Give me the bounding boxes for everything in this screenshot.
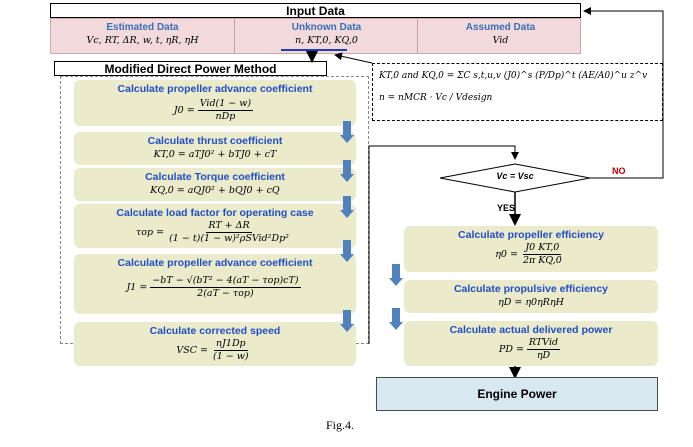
method-title: Modified Direct Power Method <box>54 61 327 76</box>
step-title: Calculate propeller efficiency <box>458 229 604 241</box>
formula-denominator: (1 − t)(1 − w)²ρSVid²Dp² <box>169 233 289 244</box>
step-title: Calculate actual delivered power <box>449 324 613 336</box>
unknown-data-values: n, KT,0, KQ,0 <box>295 35 358 46</box>
step-propulsive-efficiency: Calculate propulsive efficiency ηD = η0η… <box>404 280 658 313</box>
step-title: Calculate thrust coefficient <box>147 135 283 147</box>
step-title: Calculate propeller advance coefficient <box>117 83 313 95</box>
unknown-data-label: Unknown Data <box>291 22 362 33</box>
figure-caption: Fig.4. <box>325 418 354 432</box>
formula-lhs: τop = <box>136 227 165 238</box>
assumed-data-column: Assumed Data Vid <box>417 19 583 53</box>
estimated-data-values: Vc, RT, ΔR, w, t, ηR, ηH <box>86 35 199 46</box>
formula-lhs: η0 = <box>495 249 518 260</box>
step-title: Calculate propulsive efficiency <box>453 283 609 295</box>
step-arrow-icon <box>340 310 354 332</box>
formula-lhs: VSC = <box>176 345 209 356</box>
step-formula: τop = RT + ΔR(1 − t)(1 − w)²ρSVid²Dp² <box>74 220 356 245</box>
unknown-data-underline <box>281 49 347 51</box>
formula-numerator: RTVid <box>526 337 561 350</box>
decision-condition: Vc = Vsc <box>496 171 534 181</box>
step-title: Calculate propeller advance coefficient <box>117 257 313 269</box>
formula-numerator: Vid(1 − w) <box>197 98 254 111</box>
note-line-1: KT,0 and KQ,0 = ΣC s,t,u,v (J0)^s (P/Dp)… <box>379 71 648 81</box>
assumed-data-label: Assumed Data <box>465 22 536 33</box>
input-data-title: Input Data <box>50 3 581 18</box>
decision-yes-label: YES <box>497 203 516 213</box>
formula-denominator: ηD <box>536 350 551 361</box>
step-arrow-icon <box>340 160 354 182</box>
step-formula: KQ,0 = aQJ0² + bQJ0 + cQ <box>150 185 280 196</box>
estimated-data-label: Estimated Data <box>106 22 179 33</box>
formula-denominator: (1 − w) <box>213 351 249 362</box>
coefficients-note: KT,0 and KQ,0 = ΣC s,t,u,v (J0)^s (P/Dp)… <box>372 63 663 121</box>
formula-numerator: −bT − √(bT² − 4(aT − τop)cT) <box>150 275 301 288</box>
formula-lhs: J0 = <box>173 105 195 116</box>
step-arrow-icon <box>389 264 403 286</box>
step-advance-coefficient: Calculate propeller advance coefficient … <box>74 80 356 126</box>
unknown-data-column: Unknown Data n, KT,0, KQ,0 <box>234 19 418 53</box>
note-line-2: n = nMCR · Vc / Vdesign <box>379 93 493 103</box>
step-torque-coefficient: Calculate Torque coefficient KQ,0 = aQJ0… <box>74 168 356 201</box>
decision-no-label: NO <box>612 166 626 176</box>
step-title: Calculate Torque coefficient <box>145 171 285 183</box>
formula-numerator: nJ1Dp <box>213 338 248 351</box>
connector-no-branch <box>583 7 664 179</box>
step-thrust-coefficient: Calculate thrust coefficient KT,0 = aTJ0… <box>74 132 356 165</box>
step-arrow-icon <box>340 196 354 218</box>
step-arrow-icon <box>389 308 403 330</box>
step-corrected-speed: Calculate corrected speed VSC = nJ1Dp(1 … <box>74 322 356 366</box>
step-formula: J0 = Vid(1 − w)nDp <box>74 98 356 123</box>
formula-lhs: PD = <box>498 344 524 355</box>
formula-denominator: nDp <box>215 111 236 122</box>
step-propeller-efficiency: Calculate propeller efficiency η0 = J0 K… <box>404 226 658 272</box>
step-title: Calculate corrected speed <box>149 325 281 337</box>
step-title: Calculate load factor for operating case <box>116 207 314 219</box>
step-arrow-icon <box>340 240 354 262</box>
connector-note-to-unknown <box>334 52 373 64</box>
step-formula: ηD = η0ηRηH <box>498 297 564 308</box>
step-load-factor: Calculate load factor for operating case… <box>74 204 356 248</box>
assumed-data-values: Vid <box>492 35 509 46</box>
step-advance-coefficient-corrected: Calculate propeller advance coefficient … <box>74 254 356 314</box>
connector-speed-to-decision <box>368 145 519 344</box>
formula-denominator: 2π KQ,0 <box>522 255 562 266</box>
step-delivered-power: Calculate actual delivered power PD = RT… <box>404 321 658 366</box>
step-arrow-icon <box>340 121 354 143</box>
step-formula: J1 = −bT − √(bT² − 4(aT − τop)cT)2(aT − … <box>74 275 356 300</box>
formula-numerator: J0 KT,0 <box>523 242 562 255</box>
estimated-data-column: Estimated Data Vc, RT, ΔR, w, t, ηR, ηH <box>51 19 234 53</box>
engine-power-box: Engine Power <box>376 377 658 411</box>
formula-numerator: RT + ΔR <box>206 220 252 233</box>
step-formula: VSC = nJ1Dp(1 − w) <box>74 338 356 363</box>
formula-denominator: 2(aT − τop) <box>197 288 254 299</box>
step-formula: KT,0 = aTJ0² + bTJ0 + cT <box>153 149 277 160</box>
formula-lhs: J1 = <box>126 282 148 293</box>
